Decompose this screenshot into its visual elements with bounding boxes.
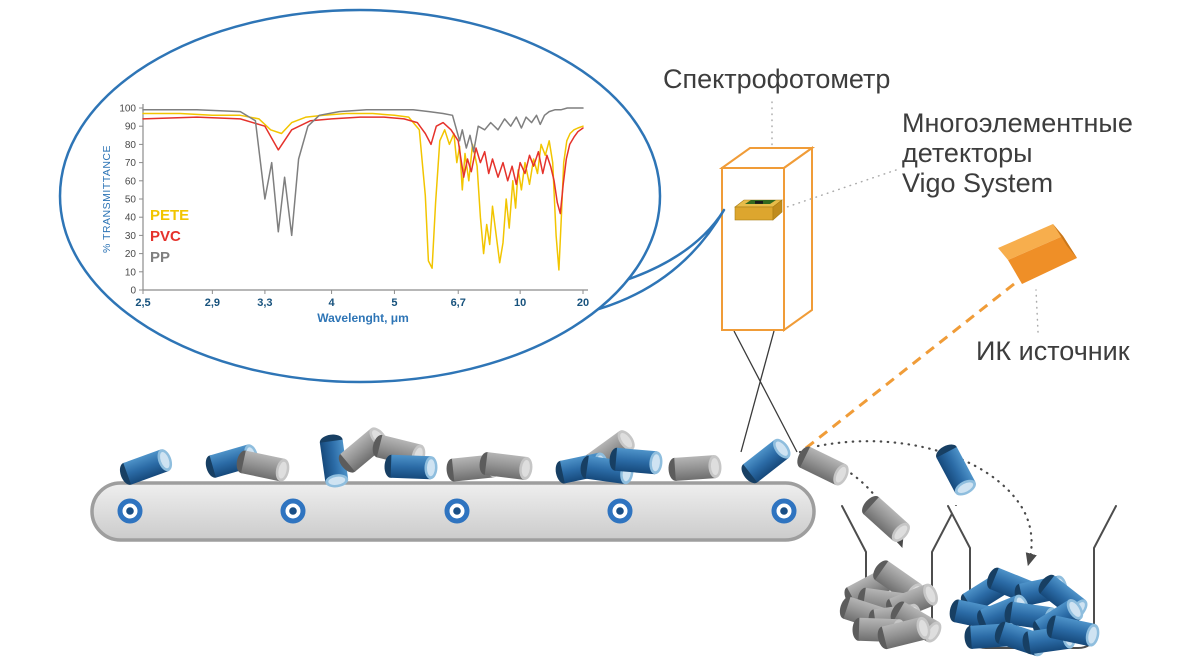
belt-roller xyxy=(117,498,143,524)
series-pp xyxy=(142,107,584,237)
plastic-cylinder-blue xyxy=(933,441,979,499)
detectors-label-line3: Vigo System xyxy=(902,168,1054,198)
belt-roller xyxy=(280,498,306,524)
y-tick-label: 100 xyxy=(119,104,136,115)
detector-field-line-left xyxy=(733,330,798,453)
legend-pp: PP xyxy=(150,249,170,266)
x-tick-label: 10 xyxy=(514,297,526,309)
detector-field-line-right xyxy=(740,330,775,453)
y-tick-label: 0 xyxy=(130,286,136,297)
x-tick-label: 3,3 xyxy=(257,297,272,309)
x-tick-label: 4 xyxy=(329,297,336,309)
plastic-cylinder-blue xyxy=(117,447,175,487)
legend-pvc: PVC xyxy=(150,228,181,245)
y-axis-title: % TRANSMITTANCE xyxy=(101,145,113,253)
plastic-cylinder-blue xyxy=(608,447,664,475)
detectors-label-line2: детекторы xyxy=(902,138,1033,168)
x-tick-label: 6,7 xyxy=(451,297,466,309)
plastic-cylinder-blue xyxy=(738,435,794,487)
plastic-cylinder-gray xyxy=(794,444,852,488)
conveyor-belt xyxy=(90,481,816,542)
y-tick-label: 10 xyxy=(125,267,137,278)
leader-ir-source xyxy=(1035,289,1039,333)
ir-source xyxy=(998,224,1077,284)
spectrophotometer-label: Спектрофотометр xyxy=(663,64,891,94)
series-pete xyxy=(142,112,584,271)
y-tick-label: 80 xyxy=(125,140,137,151)
plastic-cylinder-blue xyxy=(384,454,438,480)
x-tick-label: 5 xyxy=(391,297,397,309)
spectrophotometer-box xyxy=(718,146,816,332)
y-tick-label: 60 xyxy=(125,176,137,187)
spectrum-chart: 0 10 20 30 40 50 60 70 80 90 100 2,5 2,9 3,3 4 5 6,7 10 20… xyxy=(101,104,589,326)
y-tick-label: 70 xyxy=(125,158,137,169)
ir-source-label: ИК источник xyxy=(976,336,1130,366)
speech-bubble xyxy=(58,8,726,384)
sort-arrow-blue xyxy=(816,440,1037,567)
belt-roller xyxy=(771,498,797,524)
x-tick-label: 2,5 xyxy=(135,297,150,309)
vigo-detector-module xyxy=(734,199,783,221)
y-tick-label: 40 xyxy=(125,213,137,224)
y-tick-label: 30 xyxy=(125,231,137,242)
detectors-label-line1: Многоэлементные xyxy=(902,108,1133,138)
legend-pete: PETE xyxy=(150,207,189,224)
plastic-cylinder-gray xyxy=(234,449,292,483)
x-tick-label: 2,9 xyxy=(205,297,220,309)
series-pvc xyxy=(142,116,584,215)
y-tick-label: 90 xyxy=(125,122,137,133)
plastic-cylinder-gray xyxy=(667,454,723,482)
x-tick-label: 20 xyxy=(577,297,589,309)
detectors-label: Многоэлементные детекторы Vigo System xyxy=(902,108,1133,198)
belt-rollers xyxy=(117,498,797,524)
belt-roller xyxy=(444,498,470,524)
y-tick-label: 50 xyxy=(125,195,137,206)
belt-roller xyxy=(607,498,633,524)
ir-beam xyxy=(800,282,1015,454)
x-axis-title: Wavelenght, μm xyxy=(317,311,409,325)
y-tick-label: 20 xyxy=(125,249,137,260)
